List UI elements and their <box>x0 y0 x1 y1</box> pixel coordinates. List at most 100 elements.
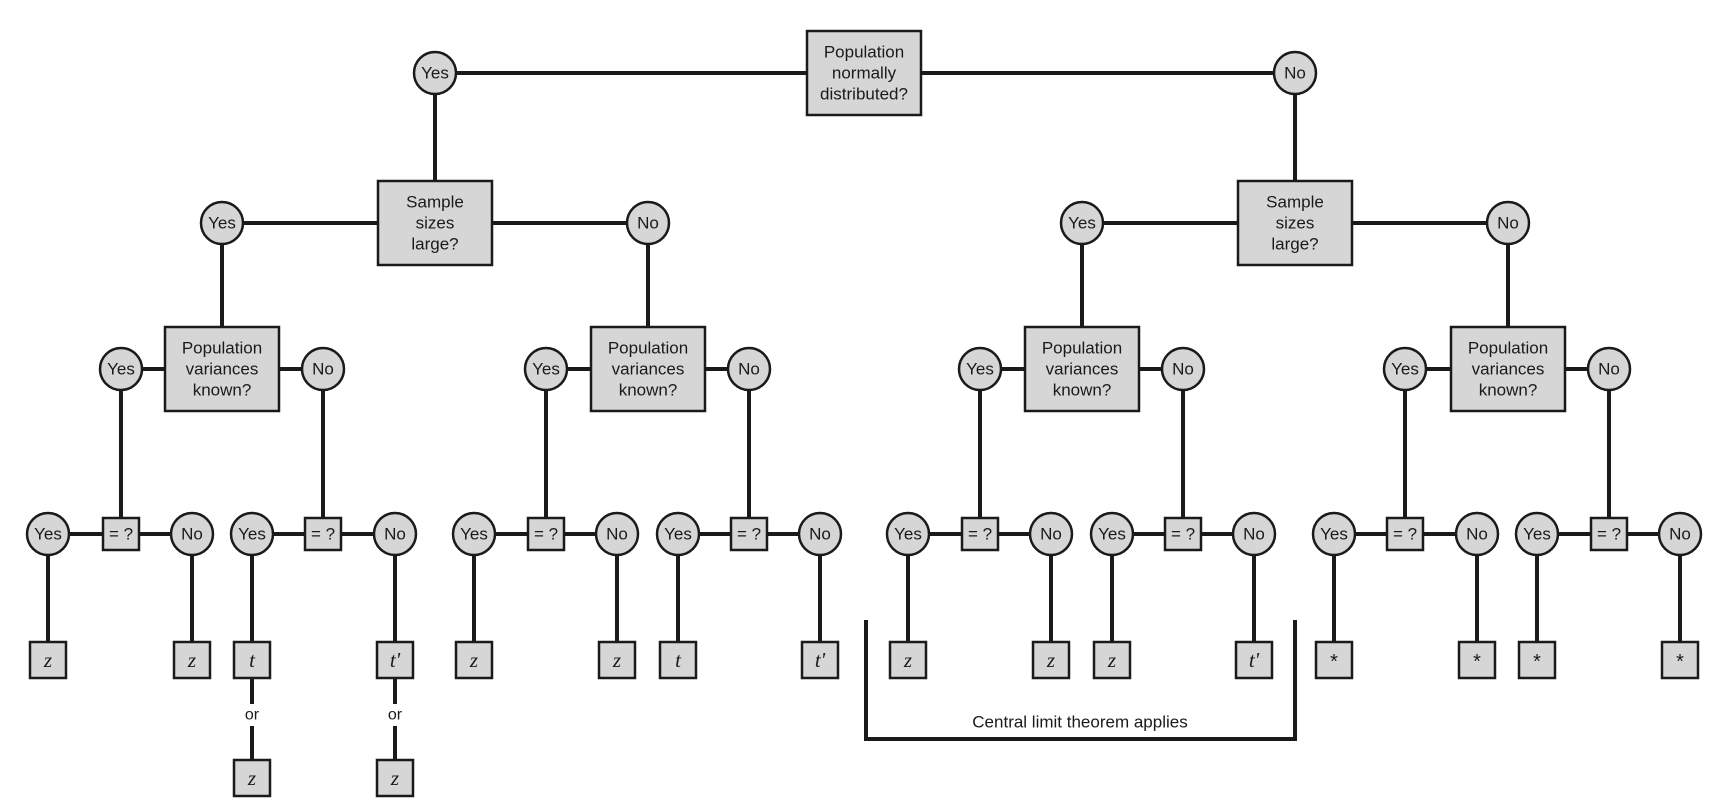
asterisk-symbol: * <box>1676 651 1684 673</box>
equal-variances-question: = ? <box>1385 516 1425 552</box>
equal-box <box>1385 516 1425 552</box>
node-label: No <box>1243 525 1265 544</box>
question-text-line: large? <box>411 235 458 254</box>
question-text-line: Population <box>608 339 688 358</box>
leaf-box <box>1234 640 1274 680</box>
no-node: No <box>300 346 346 392</box>
test-statistic-leaf: t <box>232 640 272 680</box>
test-statistic-leaf: z <box>1092 640 1132 680</box>
node-label: No <box>1466 525 1488 544</box>
node-label: Yes <box>1320 525 1348 544</box>
question-text-line: sizes <box>416 214 455 233</box>
no-node: No <box>625 200 671 246</box>
statistic-symbol: z <box>390 766 399 790</box>
statistic-symbol: z <box>1107 648 1116 672</box>
yes-node: Yes <box>1059 200 1105 246</box>
node-circle <box>300 346 346 392</box>
node-circle <box>1485 200 1531 246</box>
question-text-line: known? <box>619 381 678 400</box>
node-label: No <box>606 525 628 544</box>
node-circle <box>98 346 144 392</box>
leaf-box <box>232 640 272 680</box>
equal-label: = ? <box>109 525 133 544</box>
node-circle <box>199 200 245 246</box>
statistic-symbol: z <box>469 648 478 672</box>
yes-node: Yes <box>1382 346 1428 392</box>
question-box <box>376 179 494 267</box>
statistic-symbol: z <box>612 648 621 672</box>
leaf-box <box>28 640 68 680</box>
yes-node: Yes <box>957 346 1003 392</box>
node-circle <box>1089 511 1135 557</box>
node-circle <box>1382 346 1428 392</box>
leaf-box <box>232 758 272 798</box>
variance-question: Population variances known? <box>589 325 707 413</box>
statistic-symbol: t' <box>390 648 401 672</box>
node-circle <box>412 50 458 96</box>
yes-node: Yes <box>885 511 931 557</box>
node-label: Yes <box>238 525 266 544</box>
no-node: No <box>797 511 843 557</box>
question-text-line: variances <box>1472 360 1545 379</box>
leaf-box <box>454 640 494 680</box>
statistic-symbol: z <box>247 766 256 790</box>
leaf-box <box>1031 640 1071 680</box>
question-text-line: variances <box>612 360 685 379</box>
node-circle <box>1059 200 1105 246</box>
yes-node: Yes <box>1089 511 1135 557</box>
yes-node: Yes <box>1514 511 1560 557</box>
question-text-line: large? <box>1271 235 1318 254</box>
or-label-background <box>238 704 266 726</box>
yes-node: Yes <box>98 346 144 392</box>
equal-variances-question: = ? <box>526 516 566 552</box>
node-label: Yes <box>1523 525 1551 544</box>
node-circle <box>1586 346 1632 392</box>
question-text-line: Population <box>1468 339 1548 358</box>
node-label: No <box>809 525 831 544</box>
equal-label: = ? <box>737 525 761 544</box>
clt-caption: Central limit theorem applies <box>972 713 1187 732</box>
node-label: Yes <box>532 360 560 379</box>
test-statistic-leaf: t <box>658 640 698 680</box>
no-node: No <box>372 511 418 557</box>
node-label: Yes <box>460 525 488 544</box>
equal-variances-question: = ? <box>729 516 769 552</box>
variance-question: Population variances known? <box>1449 325 1567 413</box>
node-circle <box>1657 511 1703 557</box>
equal-box <box>1589 516 1629 552</box>
no-node: No <box>1160 346 1206 392</box>
node-circle <box>957 346 1003 392</box>
statistic-symbol: t <box>675 648 682 672</box>
test-statistic-leaf: z <box>28 640 68 680</box>
equal-label: = ? <box>1393 525 1417 544</box>
question-box <box>1023 325 1141 413</box>
equal-box <box>101 516 141 552</box>
question-text-line: known? <box>1053 381 1112 400</box>
yes-node: Yes <box>25 511 71 557</box>
node-circle <box>885 511 931 557</box>
question-box <box>163 325 281 413</box>
node-circle <box>797 511 843 557</box>
question-text-line: Sample <box>406 193 464 212</box>
node-circle <box>655 511 701 557</box>
node-circle <box>451 511 497 557</box>
question-text-line: sizes <box>1276 214 1315 233</box>
leaf-box <box>800 640 840 680</box>
question-text-line: Population <box>824 43 904 62</box>
question-text-line: distributed? <box>820 85 908 104</box>
unknown-test-leaf: * <box>1660 640 1700 680</box>
node-circle <box>169 511 215 557</box>
question-text-line: known? <box>1479 381 1538 400</box>
test-statistic-leaf: z <box>375 758 415 798</box>
yes-node: Yes <box>451 511 497 557</box>
question-text-line: Population <box>1042 339 1122 358</box>
equal-label: = ? <box>1171 525 1195 544</box>
equal-label: = ? <box>968 525 992 544</box>
question-box <box>1449 325 1567 413</box>
equal-variances-question: = ? <box>101 516 141 552</box>
test-statistic-leaf: t' <box>800 640 840 680</box>
node-label: No <box>738 360 760 379</box>
